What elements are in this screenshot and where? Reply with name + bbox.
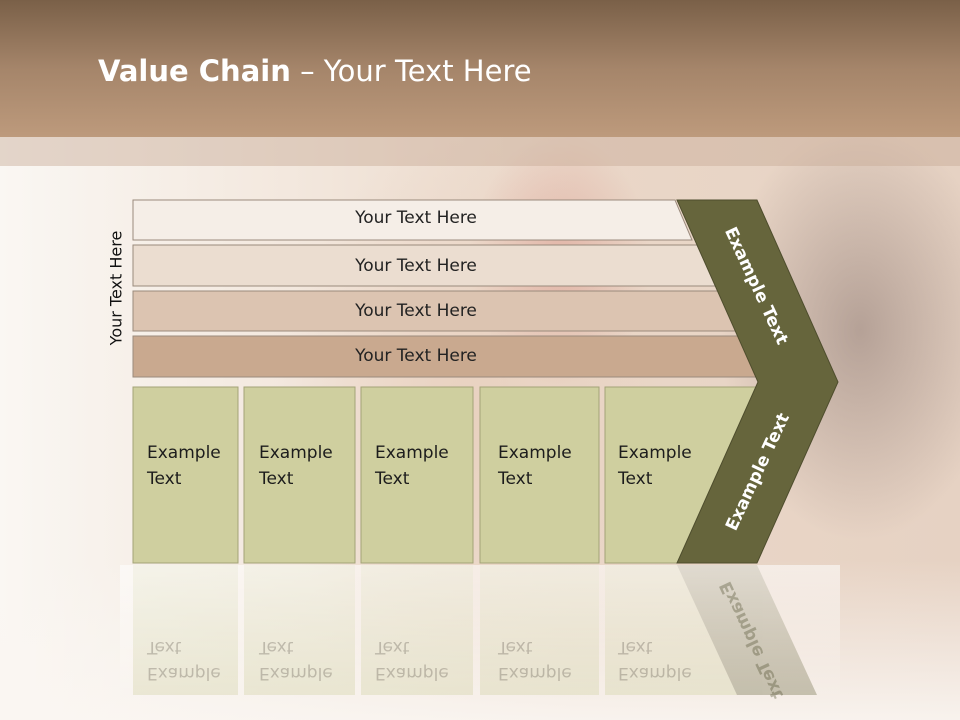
row-label-3: Your Text Here bbox=[355, 301, 477, 321]
box-text-1-line1: Example bbox=[147, 443, 221, 463]
reflection-text-3: Example Text bbox=[375, 634, 449, 686]
box-text-2-line2: Text bbox=[259, 469, 294, 489]
row-label-1: Your Text Here bbox=[355, 208, 477, 228]
chevron-arrow bbox=[676, 199, 839, 564]
reflection-text-2-line1: Example bbox=[259, 663, 333, 683]
slide-title: Value Chain – Your Text Here bbox=[98, 54, 532, 88]
activity-box-3 bbox=[360, 386, 474, 564]
reflection-text-2: Example Text bbox=[259, 634, 333, 686]
title-underband bbox=[0, 137, 960, 166]
box-text-1-line2: Text bbox=[147, 469, 182, 489]
reflection-text-3-line1: Example bbox=[375, 663, 449, 683]
activity-box-1 bbox=[132, 386, 239, 564]
reflection-text-4-line1: Example bbox=[498, 663, 572, 683]
reflection-text-4-line2: Text bbox=[498, 637, 533, 657]
title-band bbox=[0, 0, 960, 137]
reflection-text-1-line1: Example bbox=[147, 663, 221, 683]
box-text-4-line1: Example bbox=[498, 443, 572, 463]
slide-title-rest: – Your Text Here bbox=[290, 54, 532, 88]
box-text-4-line2: Text bbox=[498, 469, 533, 489]
reflection-text-3-line2: Text bbox=[375, 637, 410, 657]
reflection-text-5: Example Text bbox=[618, 634, 692, 686]
slide-title-bold: Value Chain bbox=[98, 54, 291, 88]
reflection-text-1-line2: Text bbox=[147, 637, 182, 657]
box-text-5-line1: Example bbox=[618, 443, 692, 463]
box-text-5-line2: Text bbox=[618, 469, 653, 489]
activity-box-2 bbox=[243, 386, 356, 564]
row-label-2: Your Text Here bbox=[355, 256, 477, 276]
reflection-text-5-line2: Text bbox=[618, 637, 653, 657]
box-text-3-line2: Text bbox=[375, 469, 410, 489]
reflection-text-5-line1: Example bbox=[618, 663, 692, 683]
box-text-2-line1: Example bbox=[259, 443, 333, 463]
box-text-3-line1: Example bbox=[375, 443, 449, 463]
reflection-text-1: Example Text bbox=[147, 634, 221, 686]
reflection-fade bbox=[120, 565, 840, 700]
reflection-text-2-line2: Text bbox=[259, 637, 294, 657]
row-bar-1 bbox=[132, 199, 693, 241]
row-label-4: Your Text Here bbox=[355, 346, 477, 366]
reflection-text-4: Example Text bbox=[498, 634, 572, 686]
activity-box-4 bbox=[479, 386, 600, 564]
